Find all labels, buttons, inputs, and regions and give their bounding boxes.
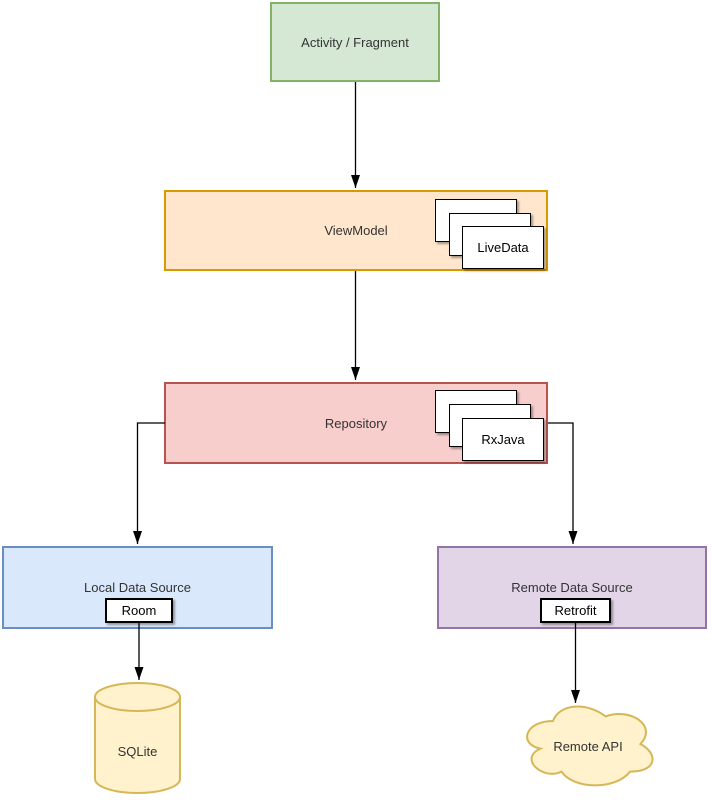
activity-fragment-label: Activity / Fragment [301,34,409,50]
local-data-source-label: Local Data Source [84,580,191,595]
remote-data-source-label: Remote Data Source [511,580,633,595]
sqlite-label: SQLite [117,744,158,759]
livedata-card-front: LiveData [462,226,544,269]
sqlite-cylinder-top [94,682,181,712]
edge-repository-to-local-data-source [133,422,165,544]
repository-label: Repository [324,415,388,431]
rxjava-card-front: RxJava [462,418,544,461]
retrofit-badge: Retrofit [540,598,611,623]
edge-repository-to-remote-data-source [548,422,578,544]
sqlite-cylinder [94,682,181,794]
remote-api-label: Remote API [553,739,623,754]
room-badge: Room [105,598,173,623]
activity-fragment-node: Activity / Fragment [270,2,440,82]
viewmodel-label: ViewModel [324,223,388,238]
